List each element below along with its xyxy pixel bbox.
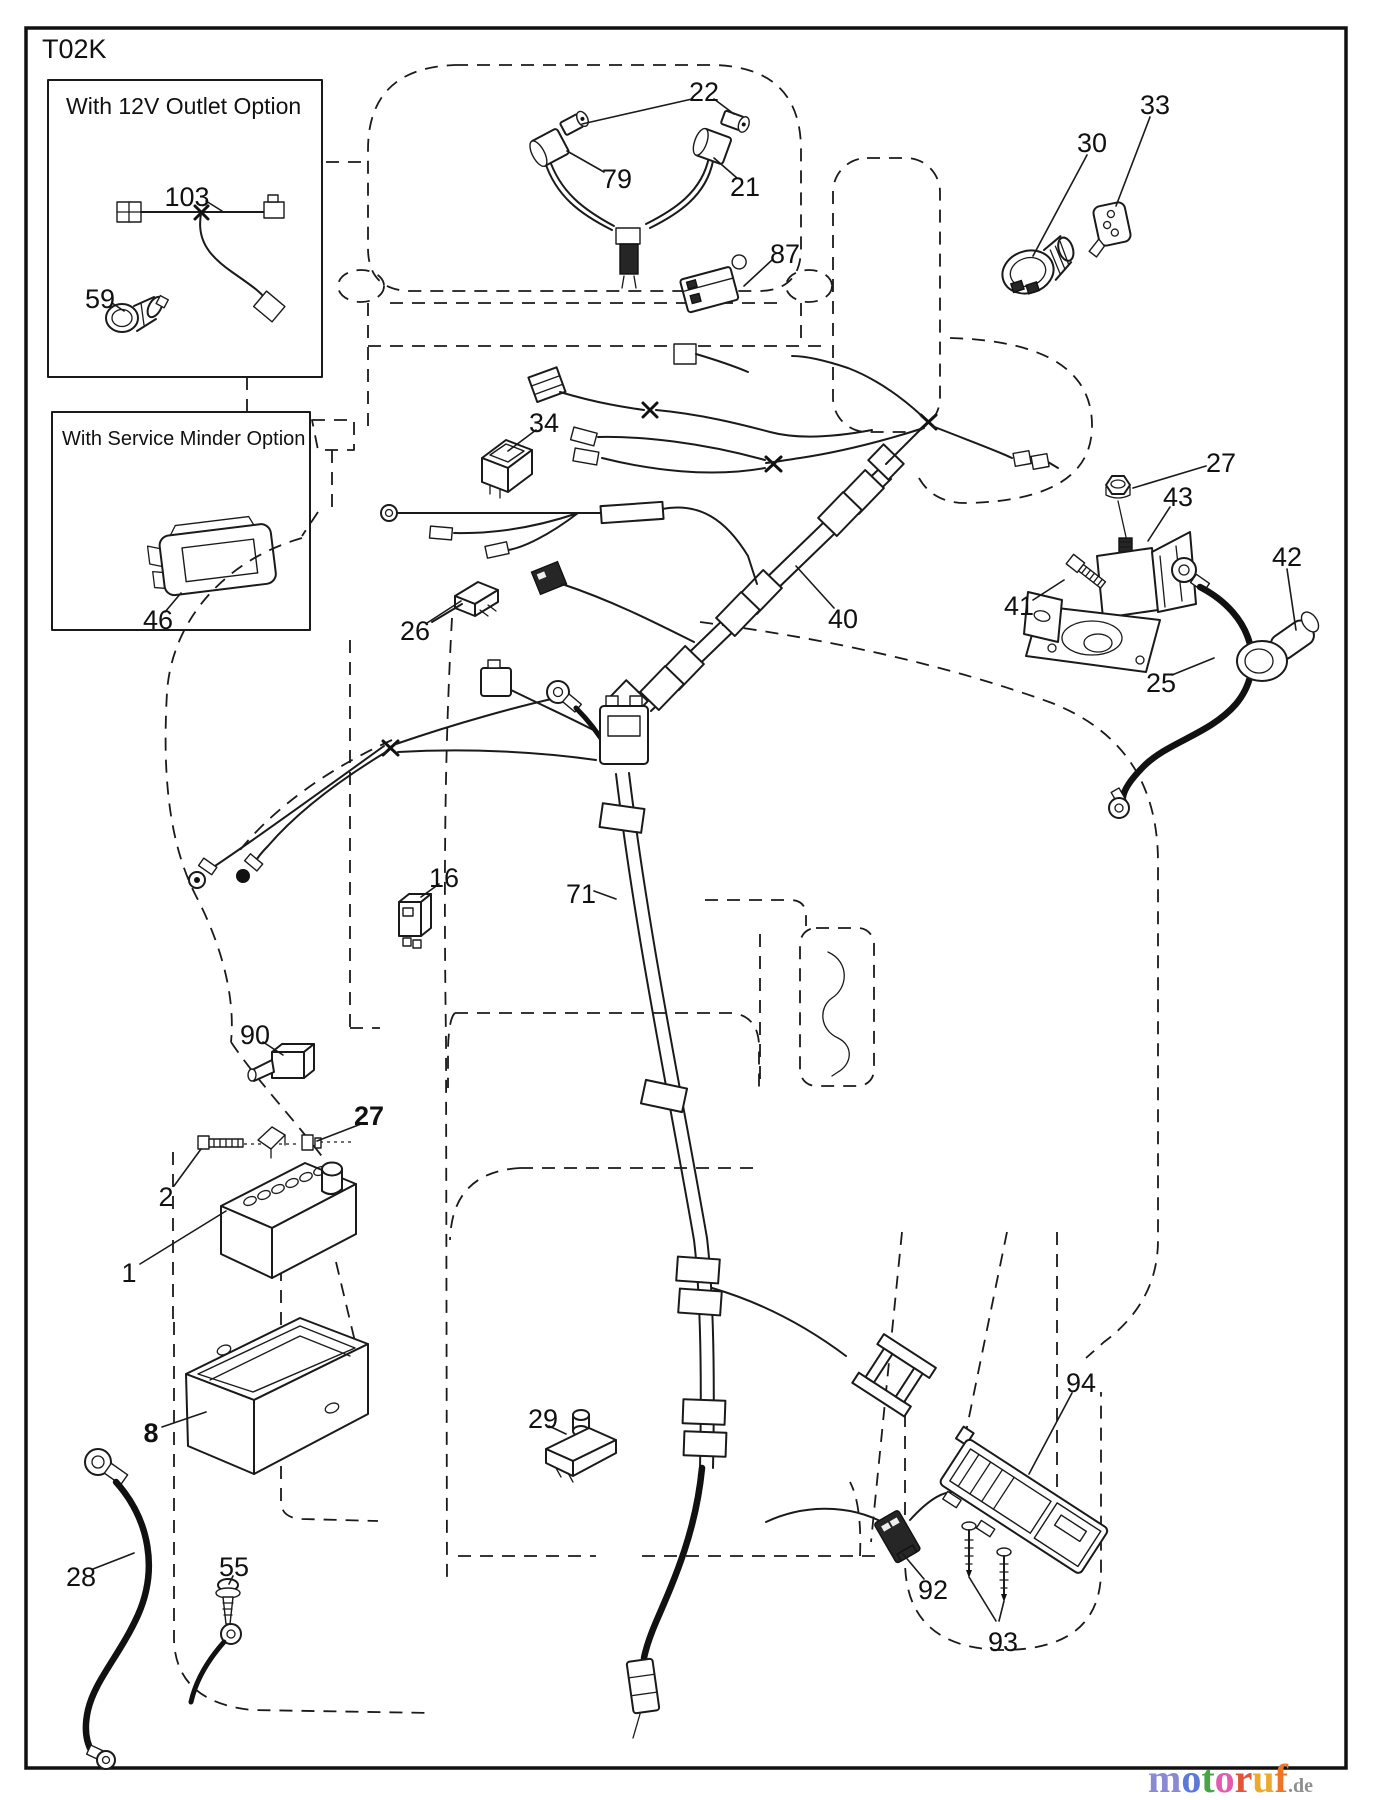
small-connector-a: [527, 366, 567, 404]
battery-group: [197, 1126, 357, 1279]
callout-94-module: 94: [1066, 1368, 1096, 1398]
inset-service-minder-title: With Service Minder Option: [62, 428, 305, 450]
switch-34: [481, 439, 533, 499]
callout-21-light-harness: 21: [730, 172, 760, 202]
callout-92-connector: 92: [918, 1575, 948, 1605]
battery-nut: [301, 1134, 314, 1151]
mount-bracket: [851, 1333, 937, 1418]
callout-103-outlet-harness: 103: [164, 182, 209, 212]
shift-gate-slot: [822, 951, 850, 1077]
battery-cable-25: [1108, 557, 1320, 819]
screw-55-group: [188, 1578, 242, 1705]
harness-run-71: [546, 680, 847, 1739]
harness-clips: [607, 443, 905, 721]
callout-42-terminal-boot: 42: [1272, 542, 1302, 572]
12v-outlet-drawing: [105, 294, 169, 333]
connector-block-90: [247, 1043, 315, 1082]
drawing-code: T02K: [42, 34, 107, 64]
callout-55-screw: 55: [219, 1552, 249, 1582]
connector-87: [679, 254, 747, 314]
solenoid-nut: [1105, 475, 1131, 499]
battery-bolt: [197, 1135, 244, 1150]
strap-clips: [598, 802, 728, 1458]
inset-12v-outlet-title: With 12V Outlet Option: [66, 93, 301, 119]
screws-93: [961, 1521, 1012, 1602]
light-connector: [615, 227, 641, 245]
callout-87-connector: 87: [770, 239, 800, 269]
callout-2-battery-bolt: 2: [158, 1182, 173, 1212]
bulb-socket-left: [529, 128, 570, 168]
bulb-right: [720, 109, 750, 133]
callout-27-battery-nut: 27: [354, 1101, 384, 1131]
fuse-26: [431, 581, 499, 623]
splice-x4: [641, 401, 659, 419]
callout-22-bulbs: 22: [689, 77, 719, 107]
module-94: [939, 1425, 1109, 1574]
chassis-outlines: [164, 64, 1159, 1714]
callout-16-interlock-switch: 16: [429, 863, 459, 893]
headlight-harness: [529, 109, 750, 289]
callout-71-harness-run: 71: [566, 879, 596, 909]
battery: [220, 1161, 357, 1279]
light-connector-tail: [619, 243, 639, 275]
terminal-boot-42: [1236, 611, 1320, 682]
callout-26-fuse: 26: [400, 616, 430, 646]
leader-lines: [92, 98, 1297, 1622]
splice-x3: [764, 455, 783, 473]
ignition-switch: [1001, 235, 1075, 295]
callout-25-battery-cable: 25: [1146, 668, 1176, 698]
connector-w6: [480, 667, 512, 697]
callout-79-bulb-sockets: 79: [602, 164, 632, 194]
harness-71-plug: [599, 695, 649, 765]
callout-30-ignition-switch: 30: [1077, 128, 1107, 158]
watermark: motoruf.de: [1148, 1756, 1313, 1800]
harness-71-end-connector: [625, 1657, 661, 1715]
service-minder-drawing: [146, 515, 277, 597]
callout-28-ground-cable: 28: [66, 1562, 96, 1592]
callout-27-solenoid-nut: 27: [1206, 448, 1236, 478]
solenoid-bracket: [1023, 591, 1063, 643]
callout-33-key: 33: [1140, 90, 1170, 120]
callout-8-battery-tray: 8: [143, 1418, 158, 1448]
callout-1-battery: 1: [121, 1258, 136, 1288]
solenoid-bolt: [1065, 553, 1107, 589]
ground-cable-28: [82, 1448, 153, 1770]
callout-43-solenoid: 43: [1163, 482, 1193, 512]
solenoid-body: [1096, 547, 1159, 619]
callout-41-bolt: 41: [1004, 591, 1034, 621]
inline-connector: [599, 500, 665, 525]
seat-switch-29: [545, 1409, 617, 1483]
callout-90-connector-block: 90: [240, 1020, 270, 1050]
callout-46-service-minder: 46: [143, 605, 173, 635]
starter-solenoid-group: [1023, 475, 1197, 673]
callout-29-seat-switch: 29: [528, 1404, 558, 1434]
inset-12v-outlet: With 12V Outlet Option: [47, 79, 323, 378]
outlet-harness-drawing: [116, 194, 286, 323]
inset-service-minder: With Service Minder Option: [51, 411, 311, 631]
callout-93-screws: 93: [988, 1627, 1018, 1657]
battery-tray: [185, 1317, 369, 1475]
ignition-key: [1088, 201, 1132, 258]
callout-40-main-harness: 40: [828, 604, 858, 634]
callout-59-12v-outlet: 59: [85, 284, 115, 314]
bulb-socket-right: [692, 127, 732, 165]
callout-34-switch: 34: [529, 408, 559, 438]
main-harness-40: [188, 343, 1059, 889]
small-connector-b: [673, 343, 697, 365]
small-connector-c: [530, 560, 568, 596]
